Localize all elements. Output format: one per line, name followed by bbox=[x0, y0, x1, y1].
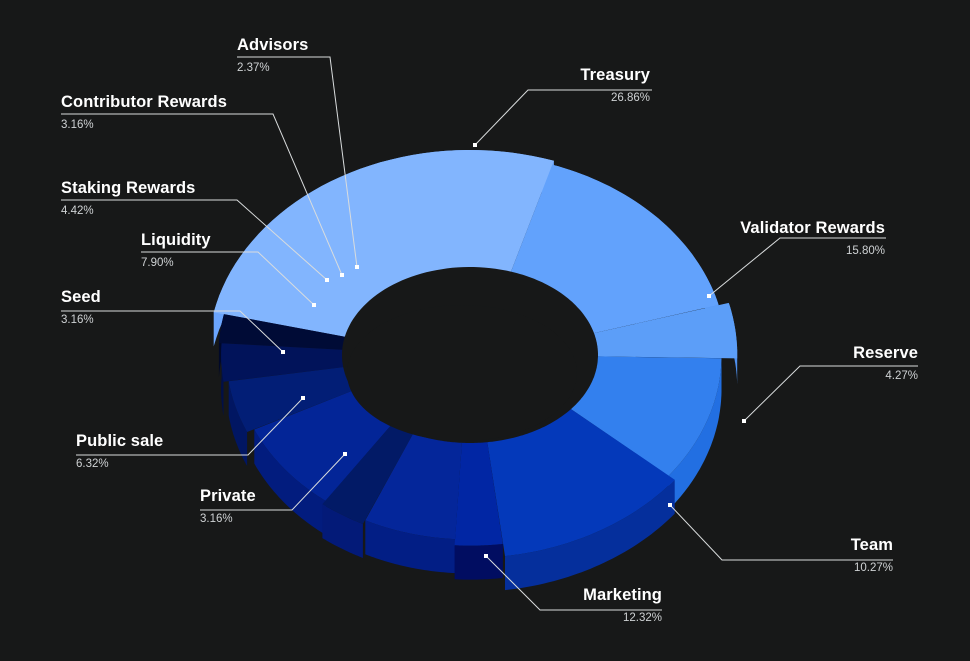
label-team: Team 10.27% bbox=[851, 536, 893, 574]
leader-line bbox=[669, 504, 893, 561]
label-name: Staking Rewards bbox=[61, 179, 196, 197]
leader-dot bbox=[742, 419, 746, 423]
slice-marketing[interactable] bbox=[487, 409, 675, 557]
leader-line bbox=[76, 397, 304, 456]
label-marketing: Marketing 12.32% bbox=[583, 586, 662, 624]
leader-dot bbox=[484, 554, 488, 558]
label-contributor-rewards: Contributor Rewards 3.16% bbox=[61, 93, 227, 131]
leader-line bbox=[237, 56, 358, 268]
label-percent: 7.90% bbox=[141, 257, 174, 269]
label-private: Private 3.16% bbox=[200, 487, 256, 525]
leader-lines bbox=[61, 56, 918, 611]
leader-dot bbox=[340, 273, 344, 277]
label-name: Liquidity bbox=[141, 231, 211, 249]
leader-line bbox=[61, 310, 284, 353]
slice-side bbox=[254, 429, 326, 535]
label-seed: Seed 3.16% bbox=[61, 288, 101, 326]
slice-staking-rewards[interactable] bbox=[228, 367, 353, 432]
slice-private[interactable] bbox=[454, 442, 503, 546]
slice-contributor-rewards[interactable] bbox=[221, 343, 344, 382]
label-name: Reserve bbox=[853, 344, 918, 362]
label-staking-rewards: Staking Rewards 4.42% bbox=[61, 179, 195, 217]
label-percent: 3.16% bbox=[61, 314, 94, 326]
label-percent: 15.80% bbox=[845, 245, 885, 257]
label-advisors: Advisors 2.37% bbox=[237, 36, 308, 74]
label-liquidity: Liquidity 7.90% bbox=[141, 231, 211, 269]
label-treasury: Treasury 26.86% bbox=[580, 66, 650, 104]
label-name: Public sale bbox=[76, 432, 164, 450]
slice-side bbox=[228, 381, 248, 466]
label-percent: 3.16% bbox=[61, 119, 94, 131]
slice-seed[interactable] bbox=[322, 424, 414, 524]
slice-advisors[interactable] bbox=[218, 314, 345, 350]
label-percent: 2.37% bbox=[237, 62, 270, 74]
label-percent: 10.27% bbox=[853, 562, 893, 574]
label-percent: 3.16% bbox=[200, 513, 233, 525]
label-percent: 12.32% bbox=[622, 612, 662, 624]
leader-line bbox=[61, 113, 343, 276]
slice-public-sale[interactable] bbox=[365, 433, 462, 540]
slice-side bbox=[505, 479, 675, 591]
slice-liquidity[interactable] bbox=[254, 390, 392, 501]
label-name: Marketing bbox=[583, 586, 662, 604]
label-percent: 4.27% bbox=[885, 370, 918, 382]
slice-side bbox=[221, 343, 224, 416]
label-name: Seed bbox=[61, 288, 101, 306]
label-reserve: Reserve 4.27% bbox=[853, 344, 918, 382]
slice-treasury[interactable] bbox=[213, 150, 554, 337]
slice-side bbox=[454, 543, 503, 580]
slice-side bbox=[668, 358, 722, 510]
label-public-sale: Public sale 6.32% bbox=[76, 432, 163, 470]
leader-line bbox=[141, 251, 315, 306]
label-name: Private bbox=[200, 487, 256, 505]
slice-team[interactable] bbox=[571, 356, 722, 476]
label-name: Treasury bbox=[580, 66, 650, 84]
leader-dot bbox=[707, 294, 711, 298]
label-percent: 26.86% bbox=[610, 92, 650, 104]
leader-dot bbox=[668, 503, 672, 507]
leader-line bbox=[485, 555, 662, 611]
label-percent: 4.42% bbox=[61, 205, 94, 217]
leader-dot bbox=[343, 452, 347, 456]
leader-line bbox=[474, 89, 652, 146]
leader-line bbox=[708, 237, 886, 297]
leader-dot bbox=[281, 350, 285, 354]
label-percent: 6.32% bbox=[76, 458, 109, 470]
slice-validator-rewards[interactable] bbox=[511, 164, 719, 334]
leader-line bbox=[743, 365, 918, 422]
label-validator-rewards: Validator Rewards 15.80% bbox=[740, 219, 885, 257]
label-name: Team bbox=[850, 536, 893, 554]
label-name: Validator Rewards bbox=[740, 219, 885, 237]
slice-side bbox=[322, 504, 363, 558]
label-name: Contributor Rewards bbox=[61, 93, 227, 111]
leader-dot bbox=[301, 396, 305, 400]
leader-line bbox=[61, 199, 328, 281]
leader-dot bbox=[473, 143, 477, 147]
leader-dot bbox=[355, 265, 359, 269]
leader-line bbox=[200, 453, 346, 511]
chart-slices bbox=[213, 150, 738, 591]
label-name: Advisors bbox=[237, 36, 309, 54]
donut-hole bbox=[347, 305, 577, 441]
leader-dot bbox=[312, 303, 316, 307]
slice-side bbox=[365, 520, 456, 574]
slice-reserve[interactable] bbox=[594, 302, 738, 359]
leader-dot bbox=[325, 278, 329, 282]
